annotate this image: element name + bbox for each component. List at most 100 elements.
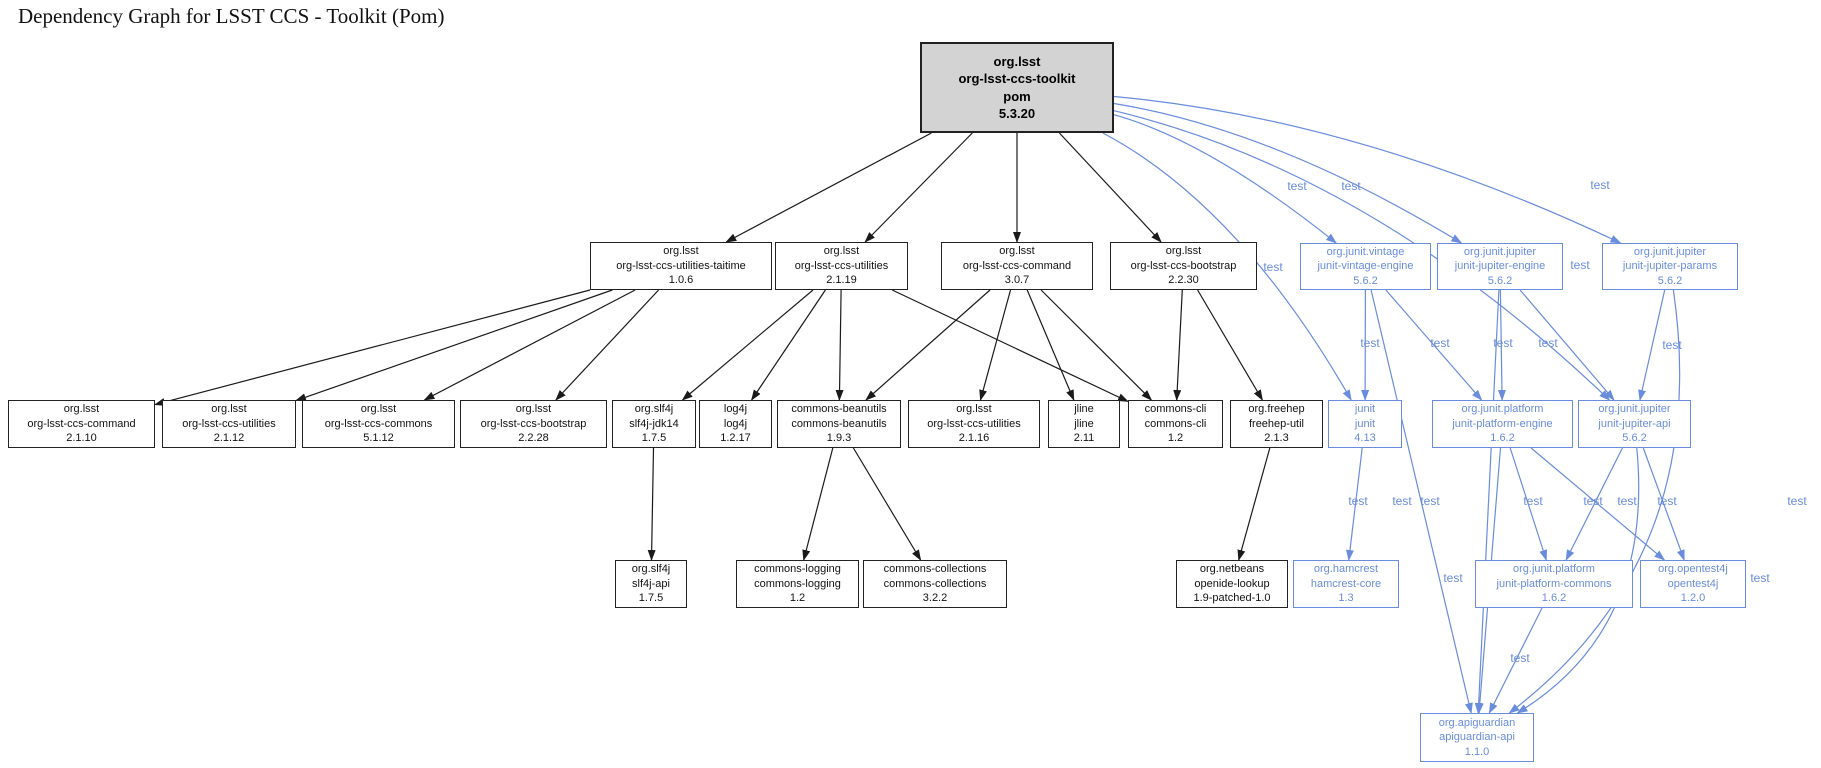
node-group-id: org.lsst [63, 403, 100, 416]
node-version: 1.2.0 [1680, 592, 1706, 605]
node-version: 2.1.10 [66, 432, 97, 445]
node-group-id: org.junit.vintage [1326, 245, 1405, 258]
edge-boot2230-to-freehep [1197, 289, 1263, 401]
node-version: 1.0.6 [668, 274, 694, 287]
edge-junit413-to-hamcrest [1346, 447, 1363, 561]
node-version: 1.2.17 [720, 432, 751, 445]
node-group-id: org.junit.jupiter [1598, 403, 1671, 416]
edge-scope-label: test [1341, 179, 1361, 193]
edge-vintage-to-pengine [1385, 289, 1483, 401]
node-group-id: org.lsst [211, 403, 247, 416]
edge-util219-to-log4j [751, 289, 826, 401]
node-artifact-id: org-lsst-ccs-bootstrap [480, 417, 587, 430]
node-artifact-id: junit-jupiter-api [1598, 417, 1671, 430]
node-version: 2.1.3 [1264, 432, 1289, 445]
node-artifact-id: commons-beanutils [791, 417, 887, 430]
node-version: 5.6.2 [1353, 274, 1378, 287]
node-group-id: org.slf4j [631, 563, 671, 576]
node-group-id: org.lsst [1165, 245, 1202, 258]
edge-japi-to-pcommons [1565, 447, 1623, 561]
node-group-id: org.netbeans [1199, 563, 1265, 576]
edge-jparams-to-apiguardian [1508, 289, 1681, 714]
node-group-id: commons-collections [883, 563, 987, 576]
node-version: 5.6.2 [1622, 432, 1647, 445]
node-group-id: org.slf4j [634, 403, 674, 416]
node-artifact-id: openide-lookup [1194, 577, 1270, 590]
node-version: 2.1.19 [826, 274, 857, 287]
node-version: 4.13 [1354, 432, 1376, 445]
node-packaging: pom [1003, 88, 1031, 104]
edge-pengine-to-opentest4j [1530, 447, 1666, 561]
edge-pengine-to-pcommons [1509, 447, 1548, 561]
edge-root-to-jparams [1113, 95, 1622, 244]
edge-root-to-util219 [864, 132, 973, 243]
edge-scope-label: test [1750, 571, 1770, 585]
node-version: 2.1.16 [958, 432, 990, 445]
node-artifact-id: junit-platform-commons [1496, 577, 1612, 590]
node-version: 3.2.2 [922, 592, 948, 605]
edge-scope-label: test [1443, 571, 1463, 585]
node-artifact-id: apiguardian-api [1439, 731, 1515, 744]
node-version: 1.9.3 [826, 432, 852, 445]
node-group-id: jline [1074, 403, 1094, 416]
node-group-id: org.junit.platform [1513, 563, 1595, 576]
edge-boot2230-to-commonscli [1173, 289, 1183, 401]
edge-cmd307-to-commonscli [1040, 289, 1153, 401]
edge-vintage-to-apiguardian [1370, 289, 1473, 714]
edge-slf4jjdk14-to-slf4japi [647, 447, 656, 561]
edge-jengine-to-pengine [1497, 289, 1506, 401]
edge-scope-label: test [1392, 494, 1412, 508]
edge-scope-label: test [1348, 494, 1368, 508]
node-version: 1.3 [1338, 592, 1354, 605]
edge-root-to-vintage [1113, 114, 1337, 244]
edge-taitime-to-cmd2110 [154, 289, 591, 406]
node-version: 2.1.12 [213, 432, 245, 445]
node-artifact-id: junit-jupiter-params [1622, 260, 1718, 273]
node-group-id: org.lsst [993, 53, 1041, 69]
node-artifact-id: org-lsst-ccs-utilities [794, 259, 889, 272]
node-group-id: org.opentest4j [1658, 563, 1728, 576]
edge-jparams-to-japi [1638, 289, 1666, 401]
node-artifact-id: slf4j-api [632, 577, 670, 590]
node-artifact-id: junit-jupiter-engine [1454, 260, 1546, 273]
node-group-id: org.hamcrest [1313, 563, 1379, 576]
edge-beanutils-to-clogging [802, 447, 834, 561]
node-group-id: org.apiguardian [1438, 716, 1516, 729]
node-artifact-id: org-lsst-ccs-toolkit [958, 71, 1076, 87]
edge-scope-label: test [1662, 338, 1682, 352]
node-group-id: log4j [723, 403, 748, 416]
node-artifact-id: org-lsst-ccs-commons [324, 417, 433, 430]
node-version: 5.6.2 [1487, 274, 1513, 287]
edge-scope-label: test [1523, 494, 1543, 508]
edge-root-to-boot2230 [1058, 132, 1162, 243]
edge-scope-label: test [1570, 258, 1590, 272]
edge-scope-label: test [1657, 494, 1677, 508]
edge-jengine-to-apiguardian [1474, 289, 1500, 714]
edge-root-to-japi [1113, 110, 1611, 401]
node-version: 5.6.2 [1657, 274, 1683, 287]
node-artifact-id: junit [1354, 417, 1376, 430]
node-version: 1.6.2 [1541, 592, 1567, 605]
node-group-id: commons-cli [1144, 403, 1207, 416]
edge-scope-label: test [1617, 494, 1637, 508]
node-artifact-id: hamcrest-core [1310, 577, 1382, 590]
node-artifact-id: slf4j-jdk14 [629, 417, 679, 430]
edge-scope-label: test [1538, 336, 1558, 350]
page-title: Dependency Graph for LSST CCS - Toolkit … [18, 4, 445, 28]
edge-beanutils-to-ccollections [852, 447, 922, 561]
